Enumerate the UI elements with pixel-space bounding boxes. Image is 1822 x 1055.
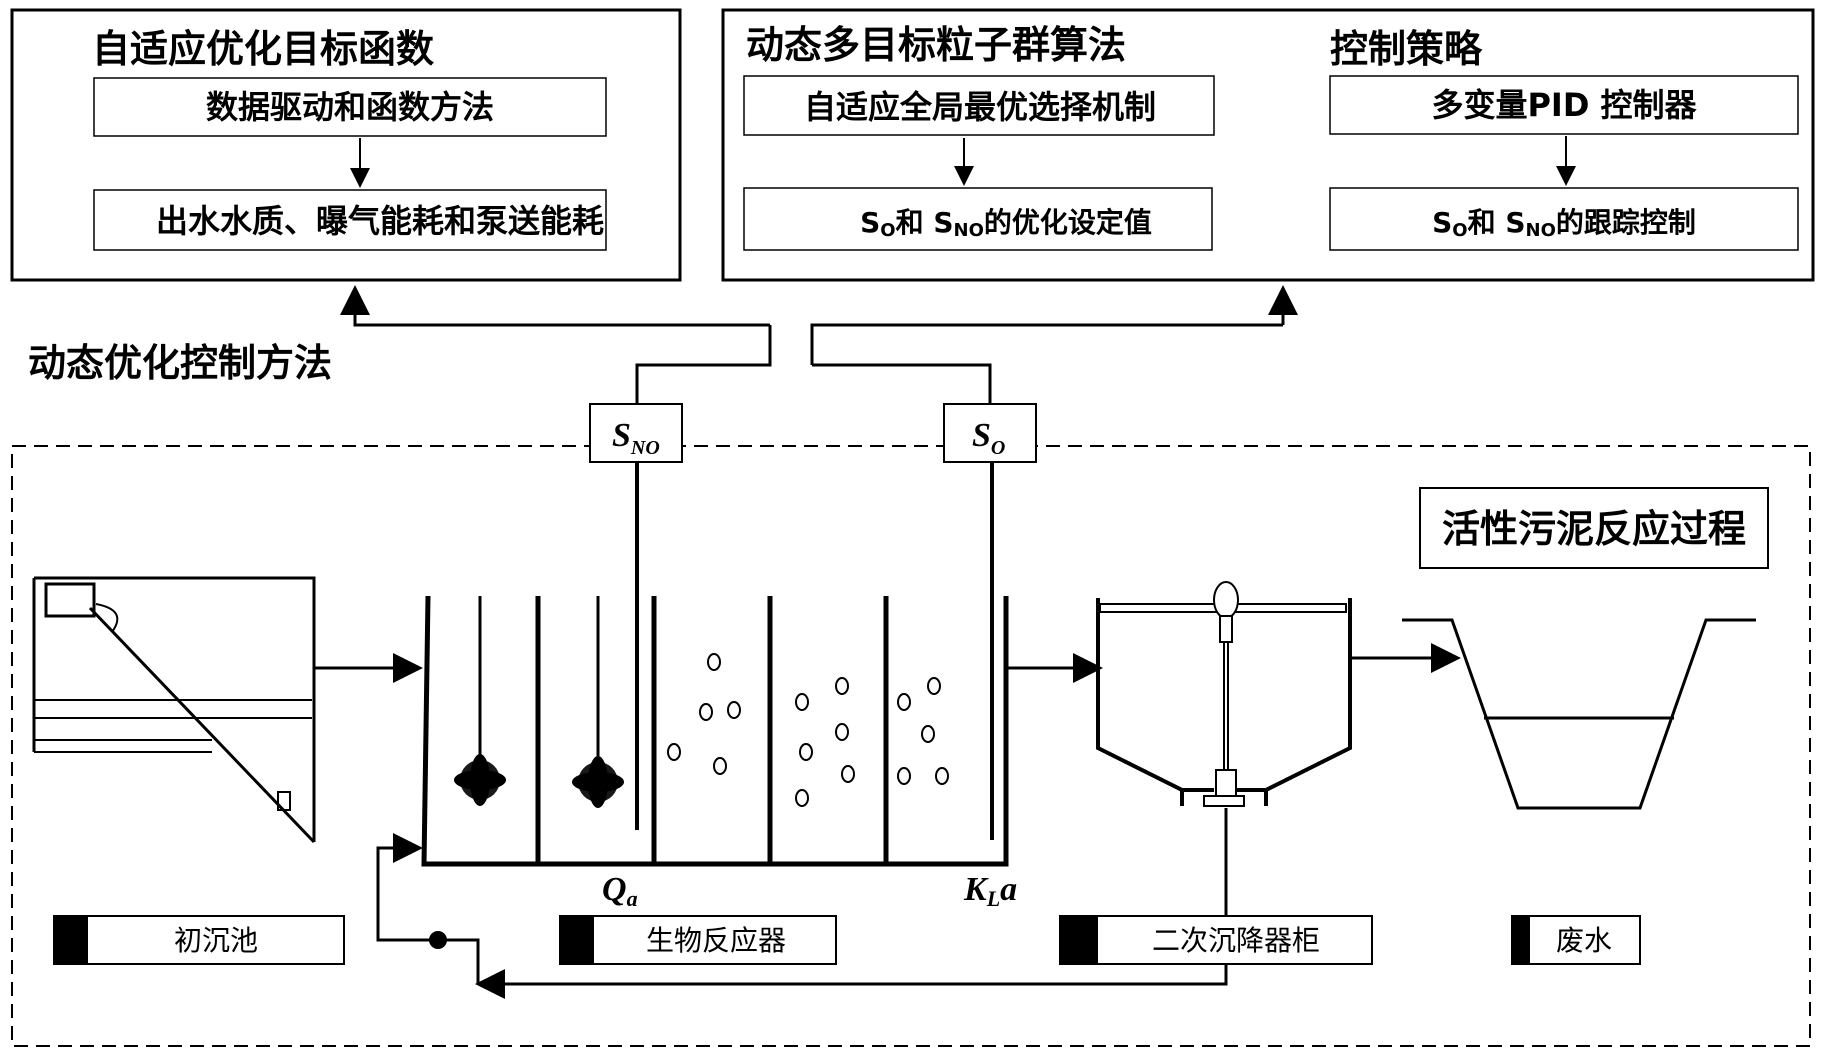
bioreactor [421,595,1009,867]
legend-secondary-settler: 二次沉降器柜 [1059,915,1373,965]
objectives-label: 出水水质、曝气能耗和泵送能耗 [156,202,604,240]
global-best-box [743,75,1215,136]
svg-text:废水: 废水 [1556,924,1612,957]
global-best-label: 自适应全局最优选择机制 [804,88,1156,126]
data-driven-method-box [93,77,607,137]
effluent-trough [1402,618,1756,810]
setpoints-box [743,187,1213,251]
kla-label: KLa [963,871,1017,911]
method-label: 动态优化控制方法 [28,341,332,385]
mixer-icon [454,754,506,806]
objective-function-panel: 自适应优化目标函数 数据驱动和函数方法 出水水质、曝气能耗和泵送能耗 [10,8,682,282]
secondary-settler [1096,581,1352,807]
process-label-box [1419,487,1769,569]
sno-signal-line [635,325,772,405]
control-strategy-title: 控制策略 [1330,27,1483,71]
feedback-signal-lines [340,285,1298,405]
arrow-to-objective-panel [340,285,770,327]
legend-primary-clarifier: 初沉池 [53,915,345,965]
svg-text:初沉池: 初沉池 [174,924,258,957]
legend-wastewater: 废水 [1511,915,1641,965]
sensor-so: SO [943,403,1037,463]
setpoints-label: SO和 SNO的优化设定值 [860,206,1152,241]
so-signal-line [812,363,992,405]
qa-label: Qa [602,871,638,911]
return-sludge-line [376,808,1228,999]
svg-text:生物反应器: 生物反应器 [646,924,786,957]
optimization-control-panel: 动态多目标粒子群算法 控制策略 自适应全局最优选择机制 SO和 SNO的优化设定… [721,8,1815,282]
legend-bioreactor: 生物反应器 [559,915,837,965]
primary-clarifier [32,576,316,844]
svg-text:SNO: SNO [612,417,660,459]
sensor-sno: SNO [589,403,683,463]
tracking-label: SO和 SNO的跟踪控制 [1432,206,1696,241]
mixer-icon [572,756,624,808]
pid-controller-label: 多变量PID 控制器 [1431,86,1697,124]
process-label: 活性污泥反应过程 [1442,507,1746,551]
svg-text:二次沉降器柜: 二次沉降器柜 [1152,924,1320,957]
objective-function-title: 自适应优化目标函数 [92,27,434,71]
process-boundary [11,445,1811,1047]
pid-controller-box [1329,75,1799,135]
tracking-box [1329,187,1799,251]
objectives-box [93,189,607,251]
aeration-bubbles [667,653,949,807]
recycle-pump-icon [429,931,447,949]
mopso-title: 动态多目标粒子群算法 [746,23,1126,67]
svg-text:SO: SO [972,417,1005,459]
signal-line-right-junction [810,323,1283,365]
data-driven-method-label: 数据驱动和函数方法 [206,88,494,126]
